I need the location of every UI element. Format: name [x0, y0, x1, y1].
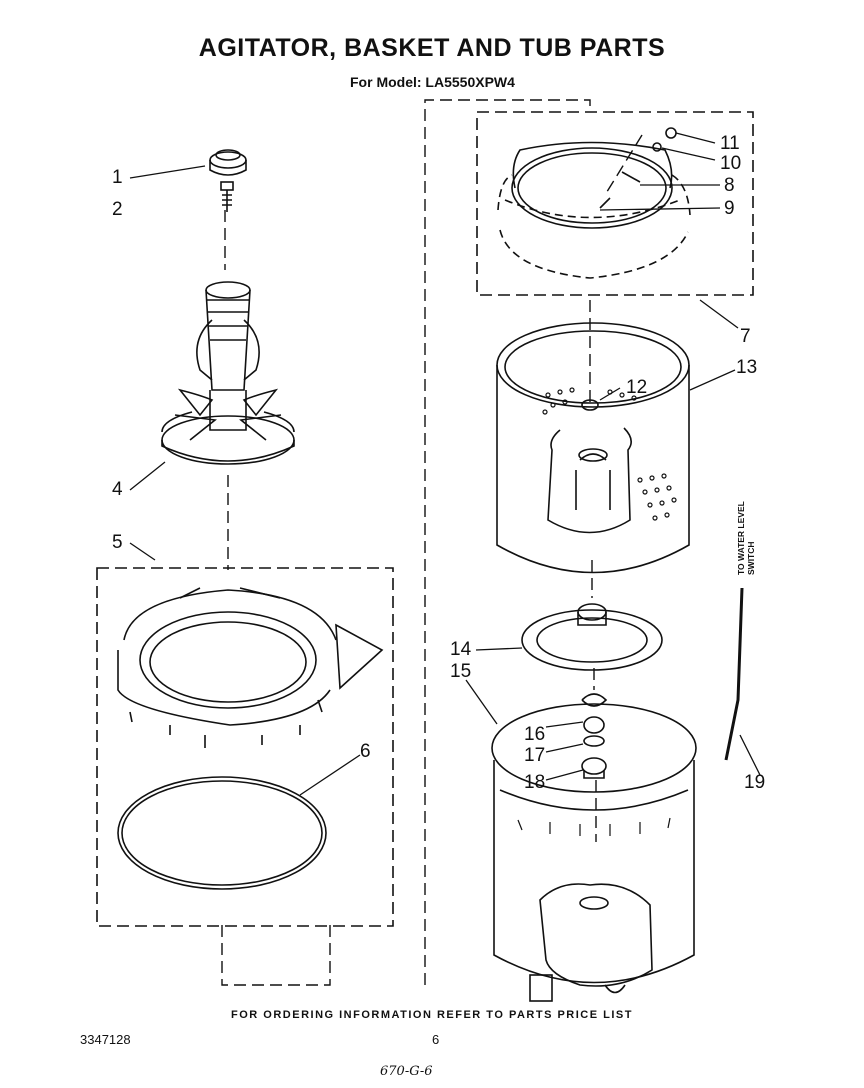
callout-8: 8 [724, 175, 735, 196]
callout-11: 11 [720, 133, 740, 154]
callout-17: 17 [524, 745, 546, 766]
drive-hub-ring-part [521, 603, 663, 671]
water-level-label-line2: SWITCH [746, 541, 756, 575]
tub-ring-assembly-box [476, 111, 754, 296]
model-subtitle: For Model: LA5550XPW4 [350, 74, 515, 90]
callout-19: 19 [744, 772, 766, 793]
outer-tub-part [491, 703, 697, 1002]
callout-leaders [129, 132, 761, 796]
agitator-cap-part [209, 149, 247, 176]
tub-seal-ring-part [117, 776, 327, 890]
callout-14: 14 [450, 639, 472, 660]
callout-13: 13 [736, 357, 758, 378]
callout-7: 7 [740, 326, 751, 347]
callout-4: 4 [112, 479, 123, 500]
tub-ring-group-box [96, 567, 394, 927]
water-level-label-line1: TO WATER LEVEL [736, 501, 746, 575]
ordering-footer: FOR ORDERING INFORMATION REFER TO PARTS … [231, 1009, 633, 1021]
agitator-part [161, 281, 295, 465]
handwritten-note: 670-G-6 [380, 1064, 433, 1079]
callout-16: 16 [524, 724, 546, 745]
callout-12: 12 [626, 377, 648, 398]
tub-ring-assembly-part [497, 127, 691, 279]
page-number: 6 [432, 1032, 440, 1047]
agitator-bolt-part [220, 181, 234, 212]
callout-15: 15 [450, 661, 472, 682]
page-title: AGITATOR, BASKET AND TUB PARTS [198, 34, 666, 62]
water-level-switch-label: TO WATER LEVEL SWITCH [736, 501, 756, 575]
callout-10: 10 [720, 153, 742, 174]
water-level-hose-part [724, 587, 744, 761]
tub-ring-part [117, 587, 384, 748]
callout-1: 1 [112, 167, 123, 188]
callout-5: 5 [112, 532, 123, 553]
callout-9: 9 [724, 198, 735, 219]
callout-6: 6 [360, 741, 371, 762]
document-number: 3347128 [80, 1032, 131, 1047]
hub-nut-parts [581, 693, 608, 779]
assembly-dash-lines [221, 99, 643, 986]
callout-18: 18 [524, 772, 546, 793]
basket-part [496, 322, 690, 574]
callout-2: 2 [112, 199, 123, 220]
